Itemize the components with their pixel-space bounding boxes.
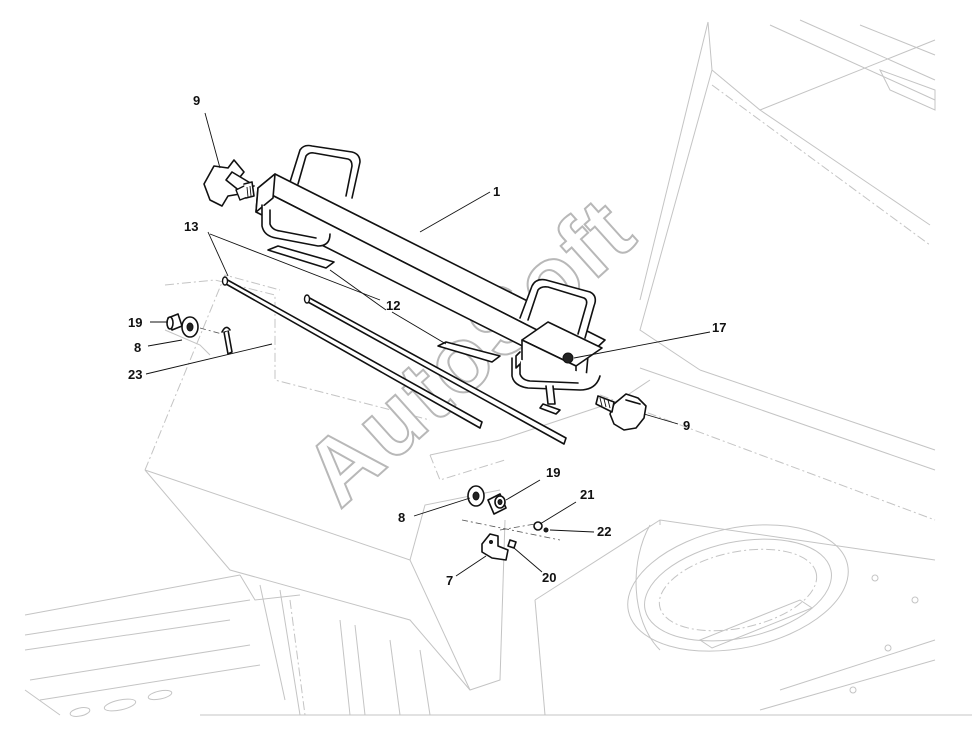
- parts: [166, 144, 647, 561]
- callout-1: 1: [493, 184, 500, 199]
- callout-17: 17: [712, 320, 726, 335]
- part-12-rod: [267, 245, 567, 445]
- callout-23: 23: [128, 367, 142, 382]
- part-9-knob-right: [595, 393, 647, 431]
- callout-12: 12: [386, 298, 400, 313]
- callout-19-left: 19: [128, 315, 142, 330]
- callout-19-right: 19: [546, 465, 560, 480]
- callout-labels: 9 1 13 12 19 8 23 17 9 19 21 8 22 7 20: [128, 93, 726, 588]
- callout-9-right: 9: [683, 418, 690, 433]
- part-1-bracket-assembly: [255, 144, 606, 415]
- callout-20: 20: [542, 570, 556, 585]
- part-9-knob-left: [203, 159, 255, 207]
- machine-background: [24, 19, 972, 717]
- callout-22: 22: [597, 524, 611, 539]
- leader-lines: [145, 112, 711, 577]
- part-13-rod: [221, 276, 483, 429]
- callout-7: 7: [446, 573, 453, 588]
- callout-8-right: 8: [398, 510, 405, 525]
- callout-8-left: 8: [134, 340, 141, 355]
- right-fasteners: [461, 485, 561, 561]
- callout-21: 21: [580, 487, 594, 502]
- callout-9-top: 9: [193, 93, 200, 108]
- callout-13: 13: [184, 219, 198, 234]
- left-fasteners: [166, 313, 233, 355]
